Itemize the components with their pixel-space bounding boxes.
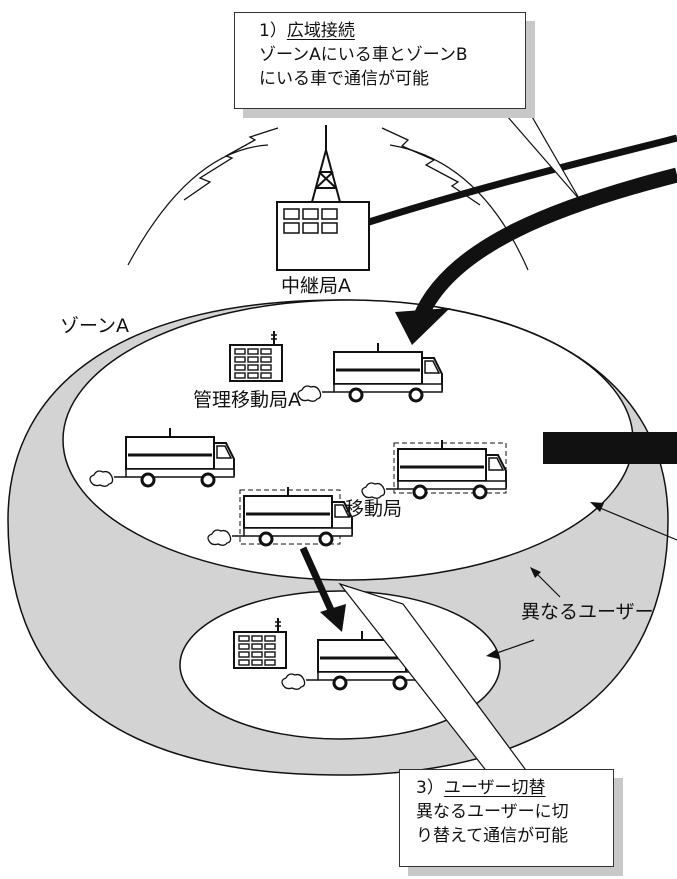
pointer-line [535,572,561,598]
wide-area-link-line [367,134,677,226]
radio-wave-right [381,127,481,206]
callout-line: 異なるユーザーに切 [416,802,569,822]
selected-truck-frame [239,489,341,545]
selected-truck-frame [393,442,507,494]
callout-number: 1） [259,21,287,41]
relay-station-icon [276,201,370,271]
pointer-line [493,639,535,655]
other-users-label: 異なるユーザー [521,601,654,623]
radio-wave-left [183,127,279,201]
callout-top-tail [498,107,581,201]
pointer-arrow-head [530,567,541,578]
pointer-line [599,507,677,541]
pointer-arrow-head [486,649,499,659]
zone-link-bar [543,432,677,464]
zone-label: ゾーンA [60,315,130,337]
wide-area-link-arrow [413,167,677,322]
callout-title: 広域接続 [286,21,355,41]
relay-tower-icon [311,125,341,203]
callout-user-switch: 3）ユーザー切替 異なるユーザーに切 り替えて通信が可能 [399,769,614,867]
callout-number: 3） [416,778,444,798]
pointer-arrow-head [590,502,604,512]
wide-area-arrow-head [395,308,450,345]
callout-wide-area: 1）広域接続 ゾーンAにいる車とゾーンB にいる車で通信が可能 [234,12,526,109]
management-station-label: 管理移動局A [193,389,301,411]
coverage-arc-outer [127,144,269,266]
mobile-station-label: 移動局 [345,498,403,520]
callout-title: ユーザー切替 [443,778,546,798]
switch-arrow-line [299,546,335,612]
callout-line: り替えて通信が可能 [416,826,569,846]
relay-station-label: 中継局A [281,275,351,297]
callout-line: ゾーンAにいる車とゾーンB [259,45,468,65]
switch-arrow-head [320,604,346,632]
callout-line: にいる車で通信が可能 [259,69,429,89]
